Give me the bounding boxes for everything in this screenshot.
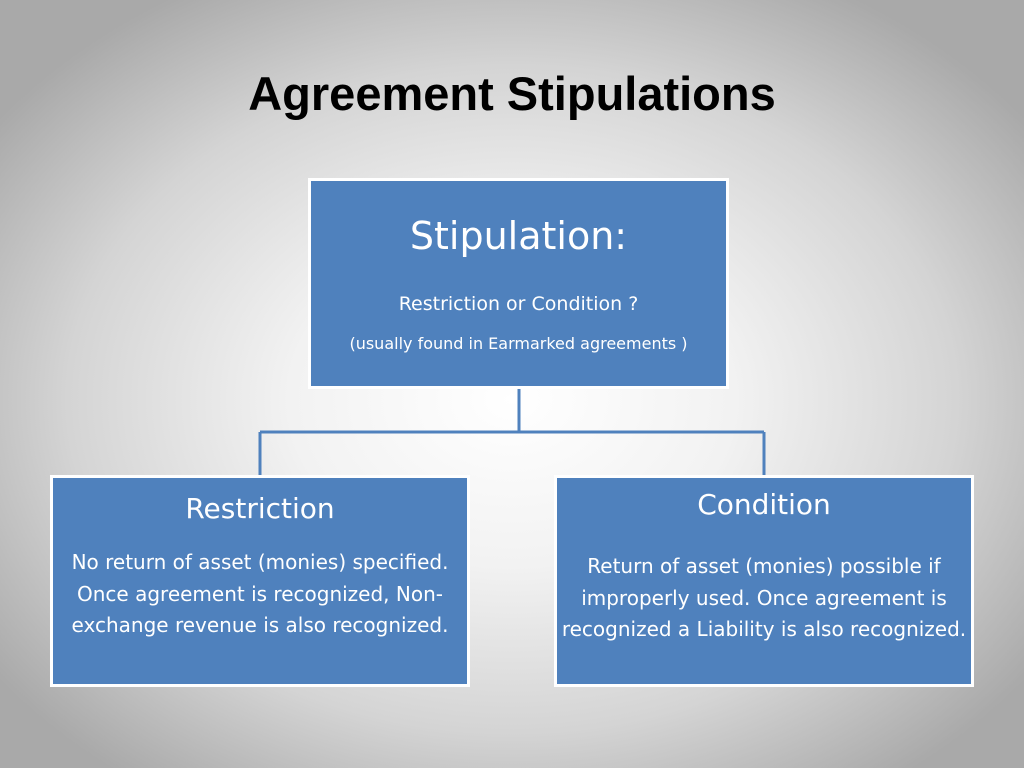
stipulation-subheading: Restriction or Condition ? — [398, 293, 639, 315]
slide-title: Agreement Stipulations — [248, 67, 776, 120]
stipulation-heading: Stipulation: — [409, 214, 628, 258]
condition-heading: Condition — [697, 488, 831, 521]
restriction-body: No return of asset (monies) specified. O… — [71, 550, 449, 637]
stipulation-note: (usually found in Earmarked agreements ) — [349, 334, 688, 353]
condition-body: Return of asset (monies) possible if imp… — [561, 554, 967, 641]
restriction-heading: Restriction — [185, 492, 335, 525]
condition-box: Condition Return of asset (monies) possi… — [554, 475, 974, 687]
stipulation-box: Stipulation: Restriction or Condition ? … — [308, 178, 729, 389]
restriction-box: Restriction No return of asset (monies) … — [50, 475, 470, 687]
